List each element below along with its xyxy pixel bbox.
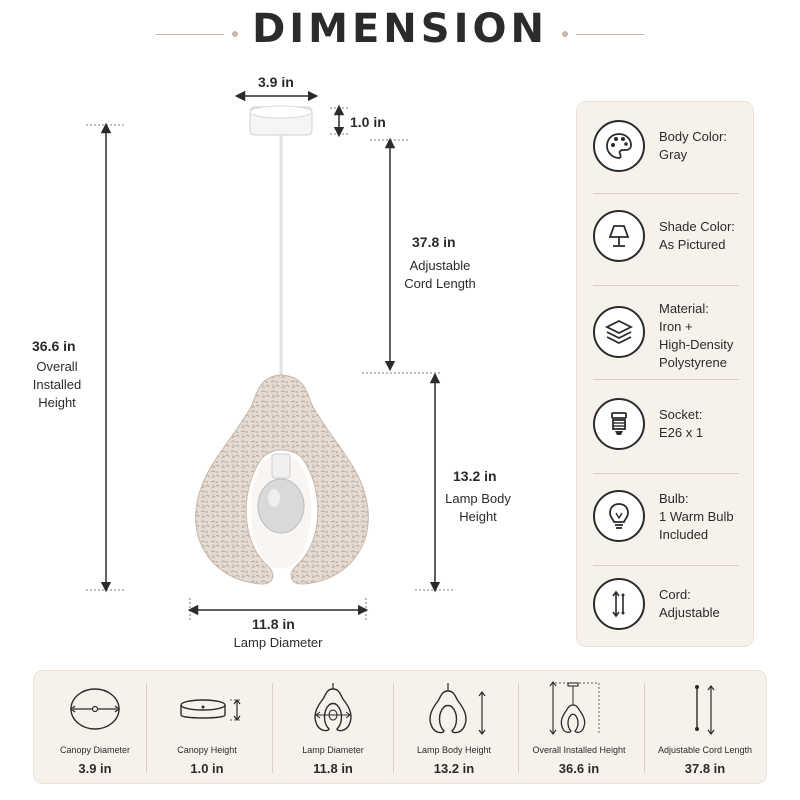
lamp-diameter-label: Lamp Diameter	[233, 635, 323, 650]
body-height-label: Lamp Body Height	[445, 491, 511, 524]
spec-divider	[593, 193, 739, 194]
spec-label: Material:	[659, 301, 709, 316]
summary-label: Lamp Diameter	[302, 745, 364, 755]
summary-divider	[272, 683, 273, 773]
spec-bulb: Bulb: 1 Warm Bulb Included	[577, 490, 755, 560]
spec-socket: Socket: E26 x 1	[577, 398, 755, 468]
title-section: DIMENSION	[0, 6, 800, 56]
spec-cord: Cord: Adjustable	[577, 578, 755, 638]
title-dot-right	[562, 31, 568, 37]
summary-label: Adjustable Cord Length	[657, 745, 753, 755]
summary-label: Lamp Body Height	[416, 745, 492, 755]
body-height-value: 13.2 in	[453, 468, 497, 484]
summary-lamp-body-height: Lamp Body Height 13.2 in	[393, 671, 515, 785]
spec-value: As Pictured	[659, 237, 726, 252]
summary-overall-height: Overall Installed Height 36.6 in	[518, 671, 640, 785]
spec-label: Shade Color:	[659, 219, 735, 234]
summary-label: Overall Installed Height	[532, 745, 626, 755]
table-lamp-icon	[593, 210, 645, 262]
lamp-diameter-value: 11.8 in	[252, 616, 295, 632]
spec-value: Iron +	[659, 319, 693, 334]
canopy-diameter-value: 3.9 in	[258, 74, 294, 90]
cord-length-label: Adjustable Cord Length	[404, 258, 476, 291]
spec-value: Polystyrene	[659, 355, 727, 370]
summary-cord-length: Adjustable Cord Length 37.8 in	[644, 671, 766, 785]
spec-value: Gray	[659, 147, 688, 162]
layers-icon	[593, 306, 645, 358]
spec-value: Included	[659, 527, 709, 542]
summary-label: Canopy Diameter	[59, 745, 131, 755]
summary-divider	[518, 683, 519, 773]
cord-arrows-icon	[593, 578, 645, 630]
summary-canopy-height: Canopy Height 1.0 in	[146, 671, 268, 785]
title-line-right	[576, 34, 644, 35]
spec-label: Body Color:	[659, 129, 727, 144]
spec-label: Socket:	[659, 407, 703, 422]
summary-value: 13.2 in	[433, 761, 475, 776]
spec-divider	[593, 285, 739, 286]
summary-value: 11.8 in	[313, 761, 353, 776]
summary-value: 36.6 in	[558, 761, 600, 776]
spec-value: Adjustable	[659, 605, 720, 620]
lamp-diameter-icon	[314, 683, 352, 732]
canopy-side-icon	[180, 699, 241, 721]
lamp-body-height-icon	[429, 683, 486, 735]
spec-divider	[593, 565, 739, 566]
spec-shade-color: Shade Color: As Pictured	[577, 210, 755, 280]
summary-divider	[393, 683, 394, 773]
lamp-illustration	[86, 90, 455, 622]
title-dot-left	[232, 31, 238, 37]
canopy-height-value: 1.0 in	[350, 114, 386, 130]
summary-divider	[146, 683, 147, 773]
socket-icon	[593, 398, 645, 450]
summary-value: 37.8 in	[684, 761, 726, 776]
spec-value: 1 Warm Bulb	[659, 509, 734, 524]
title-line-left	[156, 34, 224, 35]
overall-height-icon	[549, 681, 600, 735]
spec-material: Material: Iron + High-Density Polystyren…	[577, 300, 755, 380]
summary-value: 1.0 in	[190, 761, 224, 776]
cord-length-icon	[695, 685, 715, 735]
summary-canopy-diameter: Canopy Diameter 3.9 in	[34, 671, 156, 785]
spec-value: High-Density	[659, 337, 734, 352]
spec-panel: Body Color: Gray Shade Color: As Picture…	[576, 101, 754, 647]
cord-length-value: 37.8 in	[412, 234, 456, 250]
overall-height-value: 36.6 in	[32, 338, 76, 354]
summary-divider	[644, 683, 645, 773]
spec-label: Cord:	[659, 587, 691, 602]
palette-icon	[593, 120, 645, 172]
spec-value: E26 x 1	[659, 425, 704, 440]
dimension-summary-panel: Canopy Diameter 3.9 in Canopy Height 1.0…	[33, 670, 767, 784]
spec-body-color: Body Color: Gray	[577, 120, 755, 190]
summary-lamp-diameter: Lamp Diameter 11.8 in	[272, 671, 394, 785]
page-title: DIMENSION	[252, 6, 548, 52]
spec-label: Bulb:	[659, 491, 689, 506]
spec-divider	[593, 473, 739, 474]
lamp-drawing: 3.9 in 1.0 in 37.8 in Adjustable Cord Le…	[0, 70, 580, 660]
summary-value: 3.9 in	[78, 761, 112, 776]
summary-label: Canopy Height	[177, 745, 237, 755]
overall-height-label: Overall Installed Height	[32, 359, 82, 410]
spec-divider	[593, 379, 739, 380]
bulb-icon	[593, 490, 645, 542]
canopy-top-icon	[70, 688, 120, 730]
